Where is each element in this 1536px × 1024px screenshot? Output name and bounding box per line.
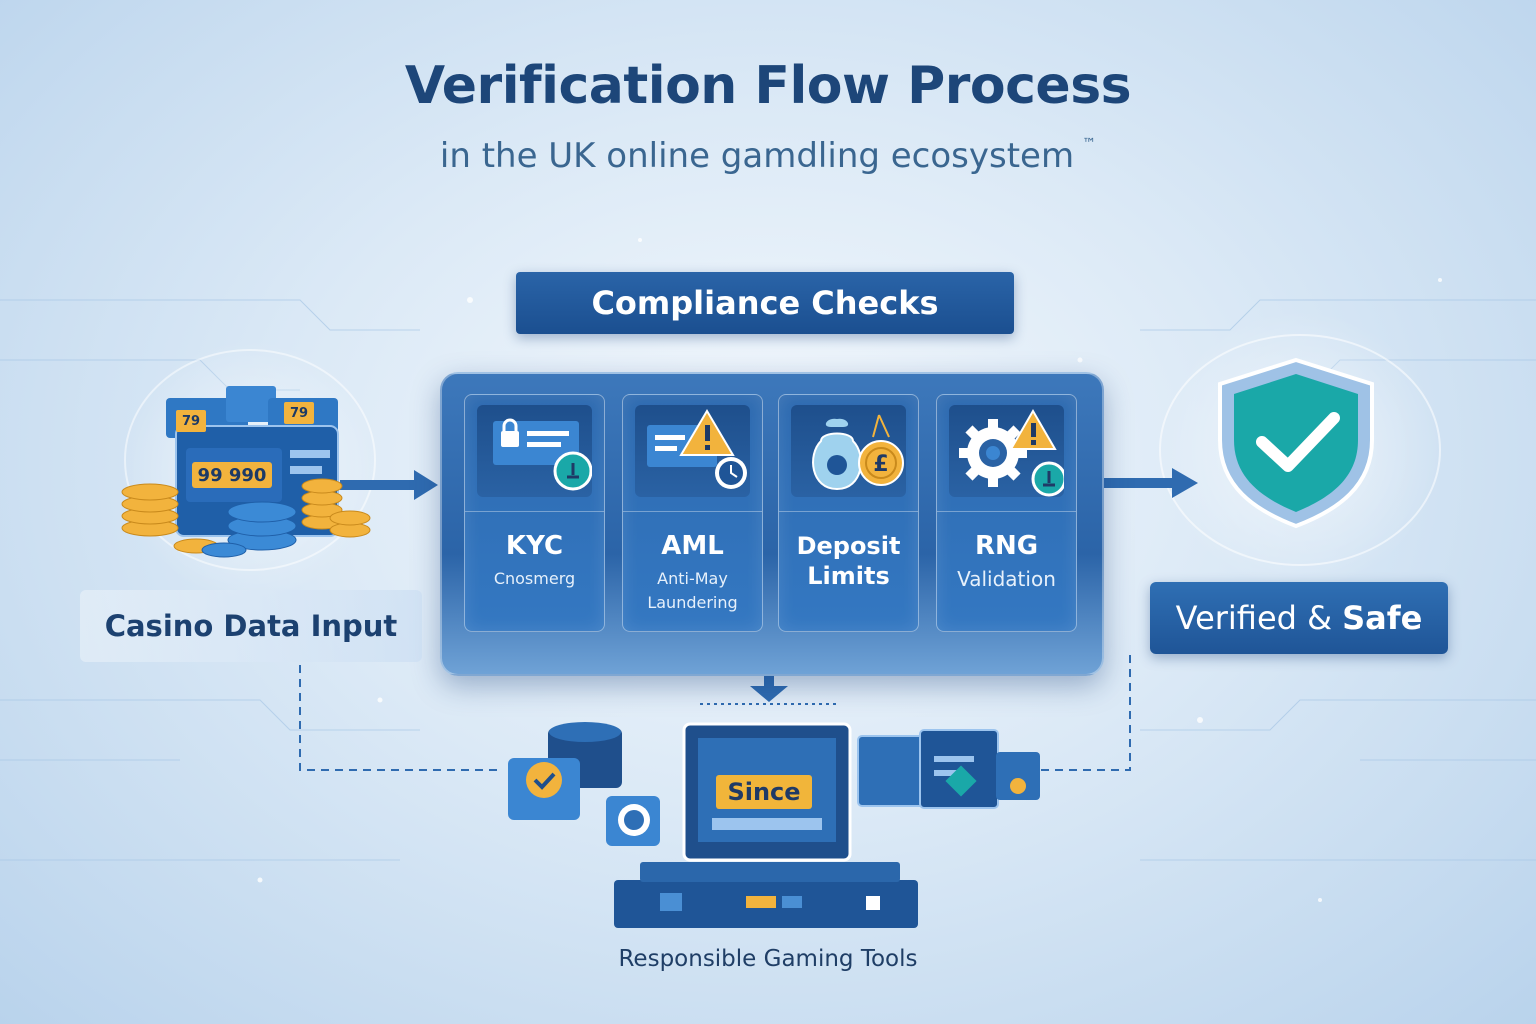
verified-safe-badge: Verified &Safe xyxy=(1150,582,1448,654)
screen-text: Since xyxy=(716,775,812,809)
rng-card: RNG Validation xyxy=(936,394,1077,632)
warning-document-icon xyxy=(635,405,750,497)
card-subtitle: Validation xyxy=(957,567,1056,591)
gaming-tools-illustration xyxy=(508,722,1040,928)
page-subtitle: in the UK online gamdling ecosystem ™ xyxy=(0,136,1536,176)
dashed-connector-left xyxy=(299,665,500,771)
card-title-line2: Limits xyxy=(807,562,890,590)
compliance-header: Compliance Checks xyxy=(516,272,1014,334)
money-bag-coin-icon: £ xyxy=(791,405,906,497)
svg-text:£: £ xyxy=(873,452,888,477)
card-title-line1: Deposit xyxy=(796,532,901,560)
card-title: RNG xyxy=(974,531,1039,561)
card-title: KYC xyxy=(505,531,564,561)
deposit-limits-card: £ Deposit Limits xyxy=(778,394,919,632)
slot-display: 99 990 xyxy=(192,462,272,488)
lock-document-icon xyxy=(477,405,593,497)
casino-data-input-label: Casino Data Input xyxy=(80,590,422,662)
card-subtitle-line1: Anti-May xyxy=(657,569,728,588)
card-subtitle-line2: Laundering xyxy=(647,593,738,612)
mini-display-left: 79 xyxy=(176,410,206,432)
mini-display-right: 79 xyxy=(284,402,314,424)
dashed-connector-right xyxy=(1040,655,1131,771)
responsible-gaming-label: Responsible Gaming Tools xyxy=(618,946,918,972)
shield-check-icon xyxy=(1218,357,1374,529)
arrow-input-to-checks xyxy=(340,470,438,500)
subtitle-text: in the UK online gamdling ecosystem xyxy=(439,136,1075,176)
arrow-checks-to-tools xyxy=(750,672,788,702)
safe-label: Safe xyxy=(1342,599,1423,637)
card-subtitle: Cnosmerg xyxy=(493,569,576,588)
verified-label: Verified & xyxy=(1175,599,1333,637)
kyc-card: KYC Cnosmerg xyxy=(464,394,605,632)
page-title: Verification Flow Process xyxy=(404,56,1132,116)
arrow-checks-to-verified xyxy=(1102,468,1198,498)
trademark-mark: ™ xyxy=(1082,136,1097,152)
card-title: AML xyxy=(661,531,724,561)
gear-warning-icon xyxy=(949,405,1067,497)
aml-card: AML Anti-May Laundering xyxy=(622,394,763,632)
